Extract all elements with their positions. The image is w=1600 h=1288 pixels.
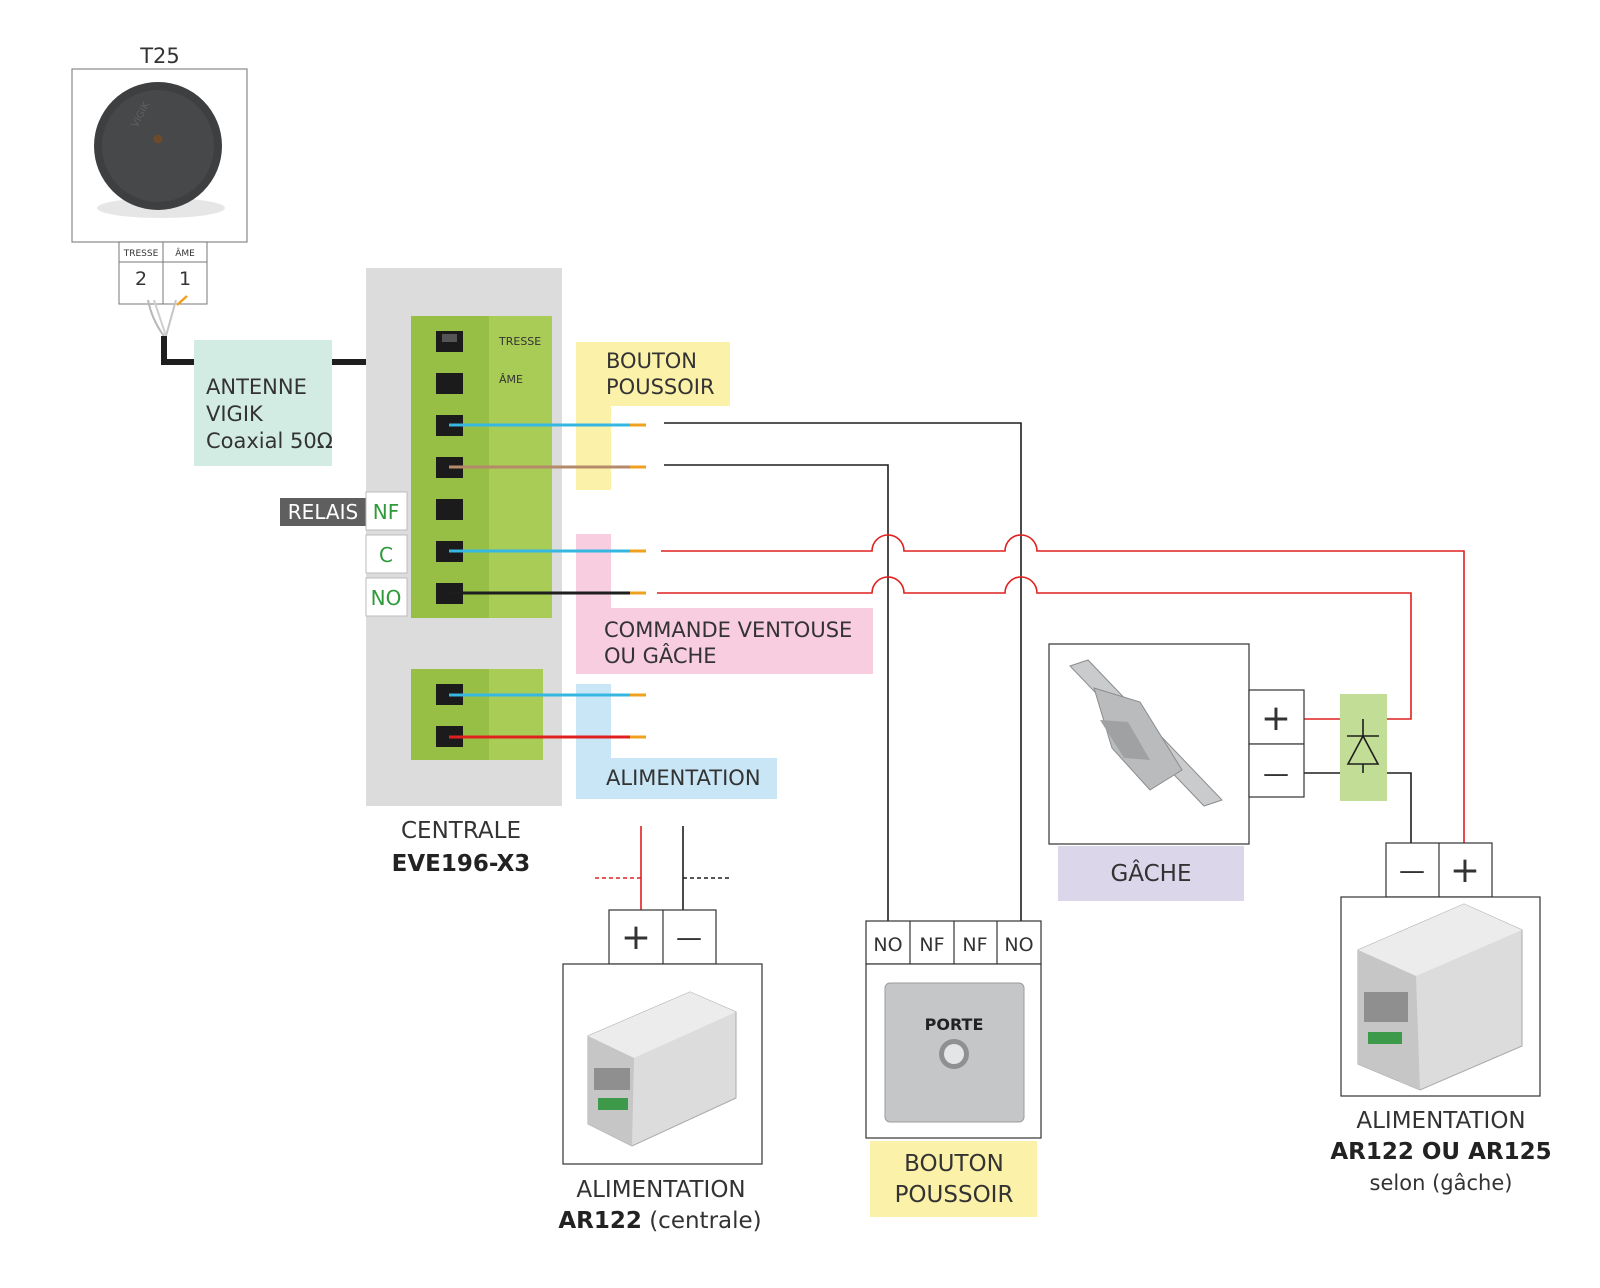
antenna-terminal-number-1: 1 [179,268,191,290]
alim-centrale-model-line: AR122 (centrale) [558,1208,761,1234]
alim-gache: — + ALIMENTATION AR122 OU AR125 selon (g… [1330,842,1552,1195]
bouton-poussoir: NO NF NF NO PORTE BOUTON POUSSOIR [865,920,1042,1217]
bouton-label-line2: POUSSOIR [895,1182,1014,1208]
alim-centrale-plus: + [621,917,651,958]
antenna-tag-line1: ANTENNE [206,375,307,399]
wire-commande-c [661,534,1465,843]
gache-label-tag [1058,846,1244,901]
wire-commande-no [657,576,1412,720]
relay-tag-label: RELAIS [288,500,358,524]
antenna-terminal-label-ame: ÂME [175,247,195,259]
antenna-tag-line3: Coaxial 50Ω [206,429,333,453]
alim-centrale-suffix: (centrale) [642,1208,762,1234]
antenna-tag-bg [194,340,332,466]
diode-icon [1346,719,1380,773]
commande-tag-line2: OU GÂCHE [604,643,717,668]
protection-diode-tag [1340,694,1387,801]
alim-gache-plus: + [1450,850,1480,891]
bouton-contact-nf-2: NF [962,934,987,956]
centrale-terminal-tresse: TRESSE [498,335,541,348]
antenna-tag: ANTENNE VIGIK Coaxial 50Ω [194,340,333,466]
wire-gache-minus [1304,772,1412,843]
centrale-label: CENTRALE [401,818,521,844]
antenna-model-label: T25 [139,44,180,68]
commande-tag-line1: COMMANDE VENTOUSE [604,618,852,642]
relay-labels: RELAIS NF C NO [280,491,408,617]
antenna-tag-line2: VIGIK [206,402,264,426]
bouton-contact-no-2: NO [1004,934,1033,956]
bouton-plate-text: PORTE [925,1015,984,1034]
relay-tag-bg [280,498,366,526]
commande-wires [657,534,1465,843]
alimentation-tag-label: ALIMENTATION [606,766,761,790]
centrale-wire-stubs [449,423,646,739]
gache-minus-terminal [1248,743,1305,798]
alim-centrale-ar122: + — ALIMENTATION AR122 (centrale) [558,826,763,1234]
gache-minus: — [1263,759,1289,789]
relay-contact-no: NO [371,586,402,610]
din-power-supply-icon [587,991,737,1147]
commande-tag: COMMANDE VENTOUSE OU GÂCHE [576,534,873,674]
antenna-puck-face [102,90,214,202]
alim-centrale-model: AR122 [558,1208,642,1234]
bouton-contact-no-1: NO [873,934,902,956]
relay-contact-c: C [379,543,393,567]
alim-gache-note: selon (gâche) [1370,1171,1513,1195]
din-power-supply-large-icon [1357,903,1523,1091]
alim-gache-label: ALIMENTATION [1356,1108,1525,1134]
bouton-label-line1: BOUTON [904,1151,1004,1177]
gache: + — GÂCHE [1048,643,1387,901]
relay-contact-nf: NF [373,500,399,524]
alim-gache-minus: — [1399,856,1425,886]
wire-bouton-no-left [664,464,889,921]
antenna-center-hole [153,134,163,144]
antenna-terminal-number-2: 2 [135,268,147,290]
centrale-model: EVE196-X3 [392,851,531,877]
alimentation-tag: ALIMENTATION [576,684,777,799]
alim-centrale-minus: — [676,923,702,953]
alim-gache-model: AR122 OU AR125 [1330,1139,1551,1165]
bouton-label-tag [870,1141,1037,1217]
bouton-poussoir-wires [664,422,1022,921]
electric-strike-icon [1069,659,1223,807]
bouton-contact-nf-1: NF [919,934,944,956]
alim-centrale-label: ALIMENTATION [576,1177,745,1203]
antenna-t25: T25 VIGIK TRESSE ÂME 2 1 [71,44,248,306]
gache-plus: + [1261,698,1291,739]
bouton-tag-line2: POUSSOIR [606,375,715,399]
antenna-terminal-label-tresse: TRESSE [123,249,159,259]
gache-label: GÂCHE [1110,859,1191,887]
bouton-tag-line1: BOUTON [606,349,697,373]
wire-bouton-no-right [664,422,1022,921]
antenna-terminal-block: TRESSE ÂME 2 1 [118,241,208,306]
bouton-tag: BOUTON POUSSOIR [576,342,730,490]
centrale-terminal-ame: ÂME [499,373,523,386]
